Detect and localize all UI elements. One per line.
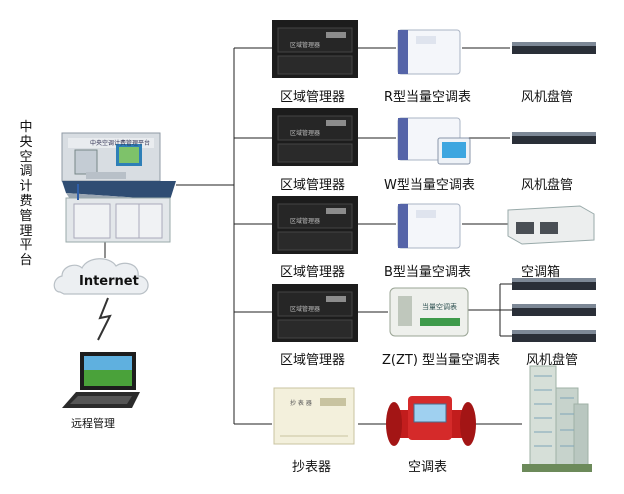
row1-terminal-label: 风机盘管 — [521, 90, 574, 105]
cabinet4-face-text: 区域管理器 — [290, 306, 321, 313]
row3-meter-label: B型当量空调表 — [384, 265, 471, 280]
cabinet2-face-text: 区域管理器 — [290, 130, 321, 137]
row4-manager-label: 区域管理器 — [280, 353, 346, 368]
row1-meter-label: R型当量空调表 — [384, 90, 472, 105]
row5-meter-label: 空调表 — [408, 460, 448, 475]
row4-meter-label: Z(ZT) 型当量空调表 — [382, 353, 501, 368]
reader-face-text: 抄 表 器 — [290, 400, 312, 407]
building-complex — [522, 365, 592, 472]
laptop — [62, 352, 140, 408]
equivalent-meters — [397, 29, 471, 249]
row2-terminal-label: 风机盘管 — [521, 178, 574, 193]
internet-label: Internet — [79, 274, 139, 289]
z-meter — [389, 287, 469, 337]
fan-coil-units — [512, 42, 596, 342]
row3-manager-label: 区域管理器 — [280, 265, 346, 280]
row5-reader-label: 抄表器 — [292, 460, 332, 475]
row4-terminal-label: 风机盘管 — [526, 353, 579, 368]
meter-reader — [273, 387, 355, 445]
internet-cloud — [53, 258, 149, 341]
area-manager-cabinets — [272, 20, 358, 342]
platform-title: 中央空调计费管理平台 — [19, 120, 33, 269]
air-handler-box — [507, 205, 595, 245]
remote-management-label: 远程管理 — [71, 417, 115, 430]
row1-manager-label: 区域管理器 — [280, 90, 346, 105]
row2-manager-label: 区域管理器 — [280, 178, 346, 193]
cabinet1-face-text: 区域管理器 — [290, 42, 321, 49]
platform-console — [61, 132, 176, 243]
connection-lines — [104, 47, 522, 425]
cabinet3-face-text: 区域管理器 — [290, 218, 321, 225]
row2-meter-label: W型当量空调表 — [384, 178, 475, 193]
flow-meter — [386, 396, 476, 446]
console-caption: 中央空调计费管理平台 — [90, 140, 151, 147]
row3-terminal-label: 空调箱 — [521, 265, 561, 280]
z-meter-face-text: 当量空调表 — [422, 303, 457, 311]
